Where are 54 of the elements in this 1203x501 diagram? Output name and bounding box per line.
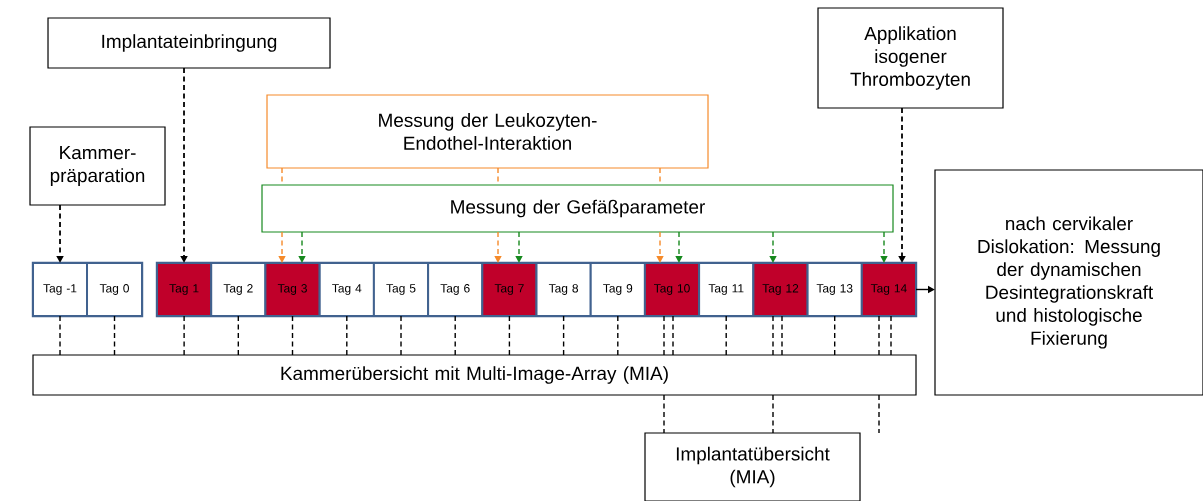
day-box: Tag -1 bbox=[32, 262, 88, 317]
connector-line bbox=[59, 315, 61, 356]
arrow bbox=[675, 231, 683, 263]
connector-line bbox=[617, 315, 619, 356]
connector-line bbox=[237, 315, 239, 356]
day-box: Tag 3 bbox=[264, 262, 321, 317]
day-box: Tag 9 bbox=[589, 262, 646, 317]
arrow bbox=[656, 231, 664, 263]
text-box: Implantateinbringung bbox=[47, 17, 331, 69]
day-box: Tag 2 bbox=[210, 262, 267, 317]
arrow bbox=[769, 231, 777, 263]
connector-line bbox=[834, 315, 836, 356]
connector-line bbox=[113, 315, 116, 356]
connector-line bbox=[291, 315, 294, 356]
arrow bbox=[298, 231, 306, 263]
text-box: Applikation isogener Thrombozyten bbox=[817, 7, 1004, 109]
connector-line bbox=[508, 315, 511, 356]
measurement-box: Messung der Leukozyten-Endothel-Interaktion bbox=[266, 94, 709, 169]
connector-line bbox=[400, 315, 402, 356]
connector-line bbox=[772, 315, 774, 356]
day-box: Tag 14 bbox=[860, 262, 917, 317]
day-box: Tag 10 bbox=[643, 262, 701, 317]
arrow bbox=[880, 231, 888, 263]
day-box: Tag 1 bbox=[156, 262, 213, 317]
connector-line bbox=[562, 315, 565, 356]
connector-line bbox=[772, 394, 774, 434]
day-box: Tag 13 bbox=[806, 262, 863, 317]
text-box: nach cervikaler Dislokation: Messung der dynamischen Desintegrationskraft und histologische Fixierung bbox=[934, 169, 1203, 396]
arrow bbox=[278, 231, 286, 263]
connector-line bbox=[672, 315, 674, 356]
text-box: Kammerübersicht mit Multi-Image-Array (MIA) bbox=[32, 354, 917, 396]
connector-line bbox=[183, 315, 185, 356]
connector-line bbox=[878, 394, 880, 434]
day-box: Tag 7 bbox=[481, 262, 538, 317]
text-box: Kammer-präparation bbox=[29, 126, 166, 206]
day-box: Tag 8 bbox=[535, 262, 592, 317]
arrow bbox=[494, 231, 502, 263]
connector-line bbox=[878, 315, 880, 356]
text-box: Implantatübersicht (MIA) bbox=[644, 432, 861, 501]
connector-line bbox=[346, 315, 348, 356]
connector-line bbox=[890, 315, 892, 356]
connector-line bbox=[725, 315, 727, 356]
day-box: Tag 4 bbox=[318, 262, 375, 317]
day-box: Tag 6 bbox=[427, 262, 484, 317]
connector-line bbox=[663, 394, 665, 434]
day-box: Tag 12 bbox=[752, 262, 809, 317]
connector-line bbox=[454, 315, 456, 356]
day-box: Tag 0 bbox=[86, 262, 143, 317]
measurement-box: Messung der Gefäßparameter bbox=[261, 184, 894, 233]
day-box: Tag 5 bbox=[372, 262, 430, 317]
day-box: Tag 11 bbox=[698, 262, 755, 317]
connector-line bbox=[663, 315, 665, 356]
connector-line bbox=[781, 315, 783, 356]
arrow bbox=[515, 231, 523, 263]
